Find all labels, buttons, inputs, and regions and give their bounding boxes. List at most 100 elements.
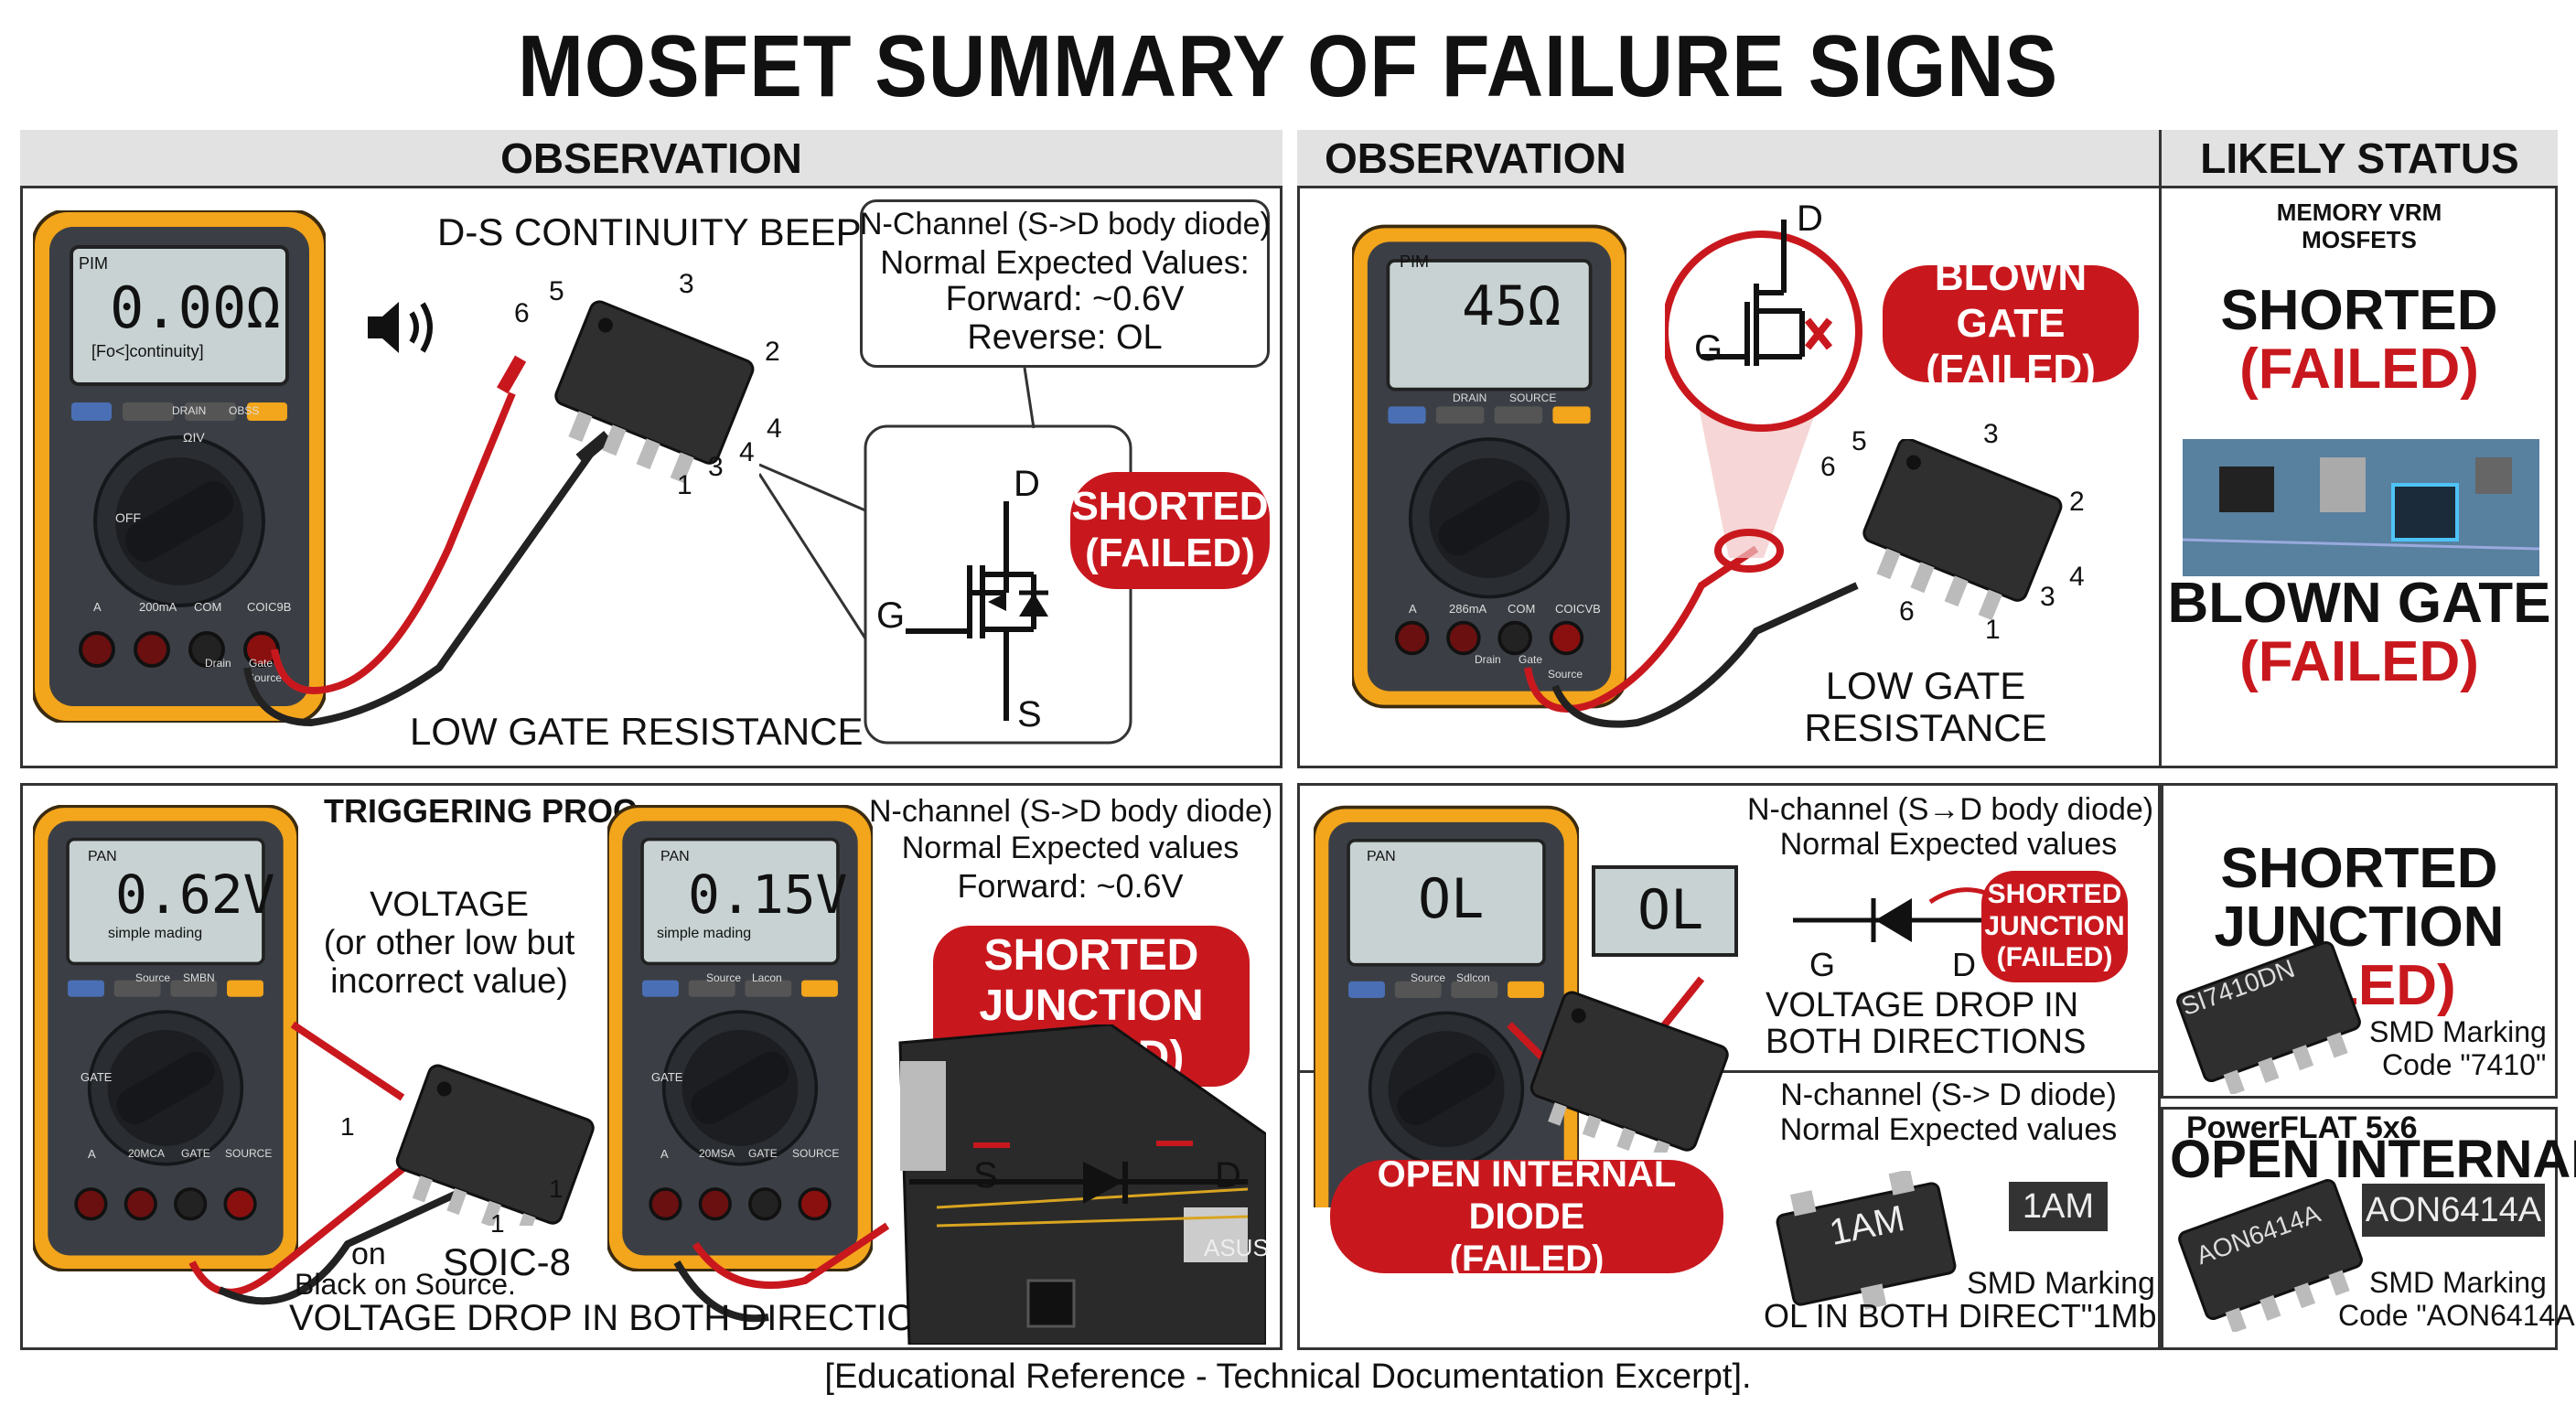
panel2-dial-com: COM <box>1508 602 1536 616</box>
panel1-dial-gate: Gate <box>249 657 274 670</box>
panel1-pin-3b: 3 <box>708 452 724 482</box>
status2-smd-1: SMD Marking <box>2369 1015 2547 1048</box>
panel3-callout-2: Normal Expected values <box>901 831 1240 865</box>
panel1-callout-line3: Forward: ~0.6V <box>945 280 1185 318</box>
panel4-diode-g: G <box>1809 946 1836 983</box>
panel3-meter-b-gate2: GATE <box>748 1147 778 1160</box>
panel1-dial-drain: Drain <box>205 657 231 670</box>
panel1-callout-line1: N-Channel (S->D body diode) <box>860 207 1271 241</box>
panel3-meter-a-display: 0.62V <box>115 863 275 926</box>
panel3-meter-a-tag: PAN <box>88 849 117 864</box>
panel3-callout-1: N-channel (S->D body diode) <box>869 794 1273 829</box>
panel4-mid-caption-1: VOLTAGE DROP IN <box>1766 986 2079 1024</box>
panel2-soic-chip <box>1860 439 2066 621</box>
panel3-meter-a-a: A <box>88 1147 96 1161</box>
panel2-pin-5: 5 <box>1852 426 1867 456</box>
panel1-callout-box <box>860 199 1270 368</box>
panel3-meter-b-sub: simple mading <box>657 926 752 941</box>
status2-line1: SHORTED <box>2220 837 2498 900</box>
panel3-voltage-3: incorrect value) <box>330 962 568 1001</box>
panel1-dial-a: A <box>93 600 102 614</box>
panel3-meter-a-gate2: GATE <box>181 1147 210 1160</box>
status2-line2: JUNCTION <box>2214 896 2505 959</box>
status-divider <box>2159 188 2162 768</box>
panel3-motherboard <box>898 1024 1266 1345</box>
header-observation-right: OBSERVATION <box>1297 130 2161 188</box>
panel3-pin-1b: 1 <box>549 1174 564 1203</box>
panel2-pin-3: 3 <box>1983 419 1999 449</box>
panel3-meter-b-btn1: Source <box>706 971 742 984</box>
panel1-dial-200ma: 200mA <box>139 600 177 614</box>
panel2-probe-leads <box>1524 545 1859 728</box>
panel1-dial-source: Source <box>247 671 283 684</box>
panel1-meter-display: 0.00Ω <box>110 274 281 341</box>
panel3-meter-b-20msa: 20MSA <box>699 1147 735 1160</box>
panel3-diode-s: S <box>973 1155 998 1196</box>
panel1-pin-2: 2 <box>765 337 780 367</box>
panel1-meter-tag: PIM <box>79 254 109 273</box>
panel4-callout-bottom-1: N-channel (S-> D diode) <box>1780 1078 2117 1112</box>
panel2-btn-drain: DRAIN <box>1453 391 1487 404</box>
status1-line1: SHORTED <box>2220 279 2498 342</box>
panel2-schematic-d: D <box>1797 198 1823 239</box>
panel4-sot-chip <box>1776 1171 1957 1310</box>
panel3-note-black: Black on Source. <box>295 1268 516 1301</box>
panel2-pin-2: 2 <box>2069 487 2085 517</box>
panel2-dial-coicvb: COICVB <box>1555 602 1601 616</box>
panel-bottom-middle-divider <box>1297 1070 2161 1073</box>
status1-line3: BLOWN GATE <box>2167 572 2551 635</box>
panel1-dial-com: COM <box>194 600 222 614</box>
panel1-pin-4b: 4 <box>739 437 755 467</box>
panel4-zoom-display <box>1592 865 1738 957</box>
panel1-schematic-s: S <box>1017 694 1042 735</box>
panel3-voltage-2: (or other low but <box>323 924 575 962</box>
panel3-meter-b-btn2: Lacon <box>752 971 782 984</box>
status1-line2: (FAILED) <box>2239 338 2479 401</box>
panel2-schematic-g: G <box>1694 328 1723 369</box>
panel3-meter-b-source: SOURCE <box>792 1147 840 1160</box>
status2-chip <box>2176 940 2361 1094</box>
panel2-pin-6b: 6 <box>1899 596 1915 627</box>
panel2-meter-tag: PIM <box>1400 252 1430 271</box>
panel1-pin-3: 3 <box>679 269 694 299</box>
status3-big: OPEN INTERNAL <box>2170 1130 2576 1189</box>
panel1-shorted-badge: SHORTED(FAILED) <box>1070 472 1270 589</box>
panel4-mid-caption-2: BOTH DIRECTIONS <box>1766 1023 2087 1061</box>
panel4-diode-symbol <box>1793 887 1994 942</box>
panel1-caption-bottom: LOW GATE RESISTANCE <box>410 710 864 753</box>
panel4-meter-display-a: OL <box>1418 867 1485 931</box>
panel1-dial-off: OFF <box>115 510 141 525</box>
panel3-caption-bottom: VOLTAGE DROP IN BOTH DIRECTIONS <box>289 1298 967 1338</box>
panel3-pin-1a: 1 <box>340 1112 355 1141</box>
panel3-meter-b-display: 0.15V <box>688 863 848 926</box>
panel1-caption-top: D-S CONTINUITY BEEP <box>437 210 862 253</box>
panel2-dial-drain: Drain <box>1475 653 1501 666</box>
panel2-caption-1: LOW GATE <box>1825 664 2026 707</box>
header-likely-status: LIKELY STATUS <box>2159 130 2558 188</box>
page-title: MOSFET SUMMARY OF FAILURE SIGNS <box>518 17 2058 115</box>
panel2-meter-display: 45Ω <box>1462 274 1562 338</box>
panel2-pin-3b: 3 <box>2040 582 2055 612</box>
status3-top: PowerFLAT 5x6 <box>2186 1110 2418 1145</box>
panel1-meter-display-sub: [Fo<]continuity] <box>91 342 204 360</box>
panel2-dial-gate: Gate <box>1519 653 1543 666</box>
panel2-caption-2: RESISTANCE <box>1804 706 2047 749</box>
panel4-caption-bottom: OL IN BOTH DIRECT"1Mb <box>1764 1297 2157 1335</box>
panel1-schematic-d: D <box>1014 464 1040 504</box>
panel1-btn-drain: DRAIN <box>172 404 207 417</box>
panel3-callout-3: Forward: ~0.6V <box>957 867 1184 905</box>
status2-smd-2: Code "7410" <box>2382 1048 2547 1081</box>
panel3-pin-1c: 1 <box>490 1209 505 1238</box>
panel4-diode-d: D <box>1952 946 1976 983</box>
panel3-soic-chip <box>392 1061 597 1226</box>
panel2-dial-a: A <box>1409 602 1417 616</box>
panel1-schematic-g: G <box>876 595 906 636</box>
panel2-blown-gate-badge: BLOWN GATE(FAILED) <box>1883 254 2139 391</box>
footer-note: [Educational Reference - Technical Docum… <box>824 1357 1752 1396</box>
panel3-meter-b-tag: PAN <box>660 849 690 864</box>
panel4-callout-top-2: Normal Expected values <box>1779 827 2118 862</box>
panel2-magnifier <box>1665 220 1862 573</box>
panel1-pin-4a: 4 <box>767 413 782 444</box>
status3-smd-1: SMD Marking <box>2369 1266 2547 1299</box>
